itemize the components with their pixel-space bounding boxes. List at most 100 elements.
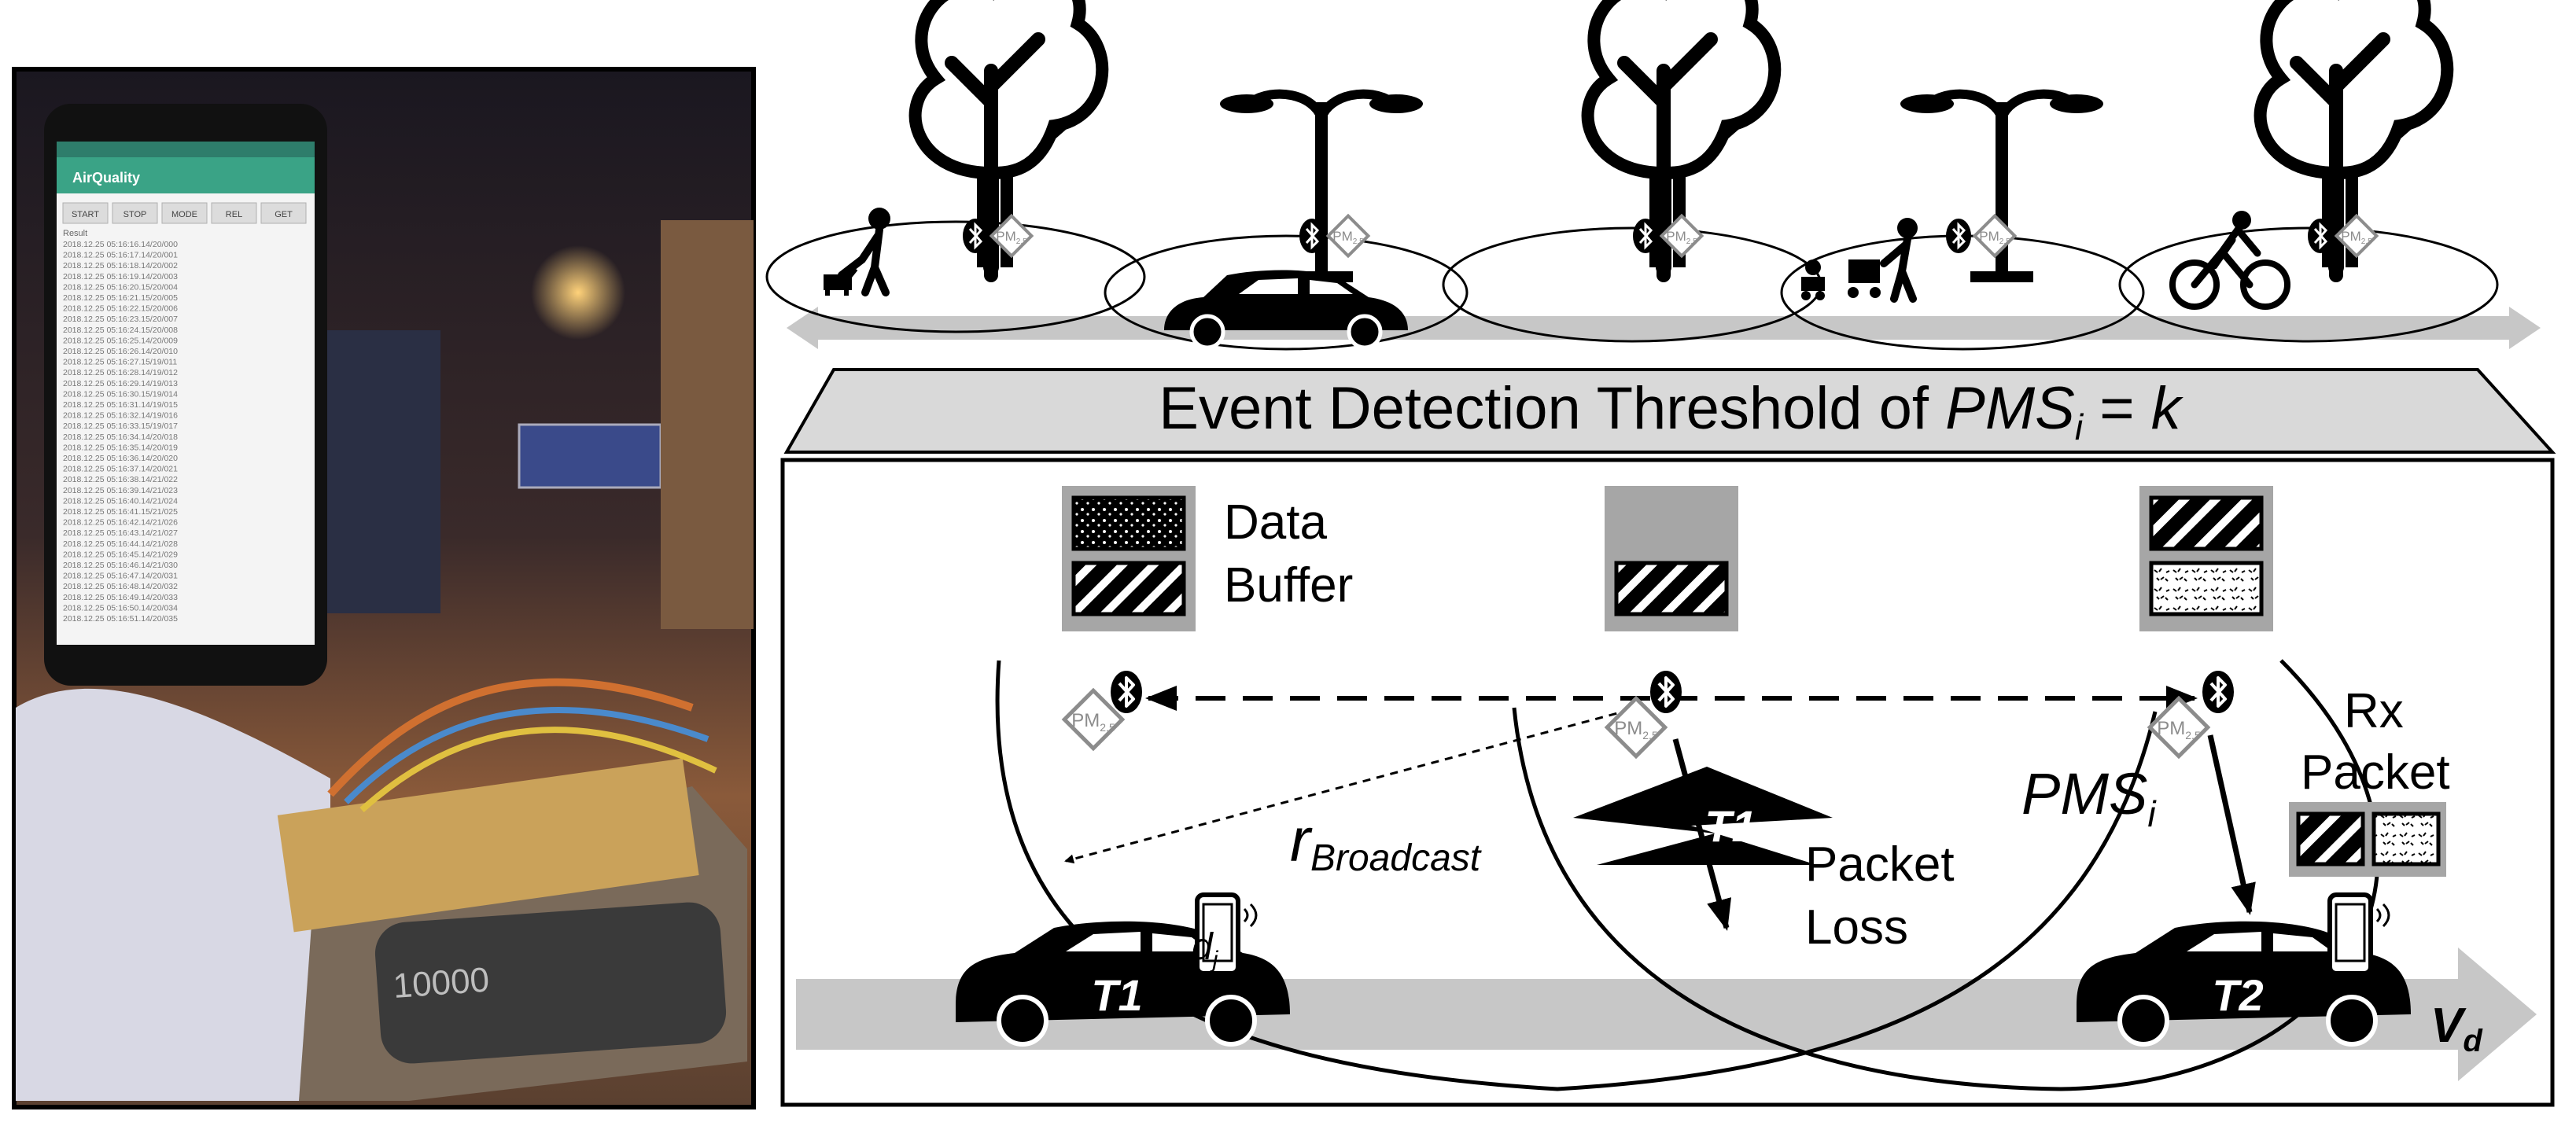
buffer-label: Buffer (1224, 558, 1353, 613)
coverage-ellipse-1 (765, 220, 1146, 333)
log-line: 2018.12.25 05:16:27.15/19/011 (63, 358, 177, 367)
wheel-icon (1205, 995, 1257, 1047)
buffer-slot-hatched (1071, 561, 1186, 616)
log-line: 2018.12.25 05:16:26.14/20/010 (63, 347, 178, 356)
log-line: 2018.12.25 05:16:40.14/21/024 (63, 496, 178, 506)
app-button-get[interactable]: GET (260, 202, 307, 224)
svg-text:PM2.5: PM2.5 (1614, 718, 1658, 741)
street-arrow-left-head (787, 307, 818, 349)
bluetooth-icon (1649, 669, 1683, 715)
packet-loss-label-line2: Loss (1805, 900, 1908, 955)
banner-title: Event Detection Threshold of PMSi = k (1159, 375, 2184, 447)
log-line: 2018.12.25 05:16:49.14/20/033 (63, 593, 178, 602)
log-line: 2018.12.25 05:16:51.14/20/035 (63, 614, 178, 624)
broadcast-radius-label: rBroadcast (1290, 805, 1482, 879)
data-buffer-box-3 (2139, 486, 2273, 631)
pm-sensor-diamond (1972, 213, 2018, 259)
street-lamp-icon (1220, 94, 1423, 282)
data-buffer-box-2 (1605, 486, 1738, 631)
buffer-slot-speckled (2149, 561, 2264, 616)
result-label: Result (63, 229, 87, 238)
street-sensor-node: PM2.5 (1299, 213, 1371, 259)
log-line: 2018.12.25 05:16:44.14/21/028 (63, 539, 178, 549)
log-line: 2018.12.25 05:16:35.14/20/019 (63, 443, 178, 452)
app-button-rel[interactable]: REL (211, 202, 257, 224)
family-stroller-icon (1801, 218, 1918, 303)
power-bank-label: 10000 (392, 960, 490, 1005)
wheel-icon (997, 995, 1048, 1047)
app-bar (57, 157, 315, 193)
street-light-glow (531, 245, 625, 340)
log-line: 2018.12.25 05:16:17.14/20/001 (63, 251, 178, 260)
street-sensor-node: PM2.5 (1633, 213, 1704, 259)
log-line: 2018.12.25 05:16:33.15/19/017 (63, 421, 178, 431)
detail-panel: Data Buffer PM2.5 PM2.5 PM2.5 (780, 458, 2555, 1107)
bluetooth-icon (1109, 669, 1144, 715)
app-button-label: REL (226, 210, 242, 219)
car-t2-label: T2 (2212, 970, 2263, 1020)
log-line: 2018.12.25 05:16:41.15/21/025 (63, 507, 178, 517)
buffer-slot-hatched (1614, 561, 1729, 616)
broadcast-radius-arrow (1064, 705, 1645, 864)
log-line: 2018.12.25 05:16:47.14/20/031 (63, 572, 178, 581)
svg-text:PM2.5: PM2.5 (1071, 710, 1115, 734)
lightning-bolt-icon (1573, 767, 1833, 865)
svg-text:PM2.5: PM2.5 (2157, 718, 2201, 741)
log-line: 2018.12.25 05:16:48.14/20/032 (63, 582, 178, 591)
white-car-left (16, 688, 330, 1101)
pm-sensor-diamond (989, 213, 1034, 259)
coverage-ellipse-5 (2118, 226, 2499, 343)
data-buffer-box-1 (1062, 486, 1196, 631)
street-arrow-right-head (2509, 307, 2541, 349)
sensor-node-left: PM2.5 (1064, 669, 1144, 749)
street-sensor-node: PM2.5 (1946, 213, 2018, 259)
log-line: 2018.12.25 05:16:34.14/20/018 (63, 432, 178, 442)
log-line: 2018.12.25 05:16:42.14/21/026 (63, 518, 178, 528)
log-line: 2018.12.25 05:16:36.14/20/020 (63, 454, 178, 463)
coverage-arc-t1 (995, 660, 2158, 1091)
street-lamp-icon (1900, 94, 2103, 282)
pm-sensor-diamond (1325, 213, 1371, 259)
app-button-stop[interactable]: STOP (112, 202, 158, 224)
car-t1-label: T1 (1091, 970, 1142, 1020)
coverage-ellipse-2 (1104, 234, 1469, 351)
road-arrow-head (2458, 948, 2537, 1081)
data-label: Data (1224, 495, 1327, 550)
sensor-board (277, 758, 699, 933)
log-line: 2018.12.25 05:16:20.15/20/004 (63, 282, 178, 292)
app-button-start[interactable]: START (62, 202, 109, 224)
log-line: 2018.12.25 05:16:24.15/20/008 (63, 326, 178, 335)
bolt-label: T1 (1704, 801, 1756, 851)
wires (327, 678, 694, 797)
buffer-slot-hatched (2149, 495, 2264, 551)
log-line: 2018.12.25 05:16:23.15/20/007 (63, 315, 178, 324)
pm-sensor-label: PM2.5 (1979, 229, 2010, 246)
app-button-label: START (72, 210, 99, 219)
car-t2: T2 (2077, 921, 2411, 1047)
sensor-node-right: PM2.5 (2150, 669, 2235, 756)
banner-trapezoid (783, 368, 2556, 454)
log-line: 2018.12.25 05:16:30.15/19/014 (63, 389, 178, 399)
buffer-slot-dotted (1071, 495, 1186, 551)
wheel-icon (2117, 995, 2169, 1047)
building-silhouette (322, 330, 440, 613)
pm-sensor-diamond (1659, 213, 1704, 259)
packet-loss-arrow (1672, 738, 1732, 931)
pm-sensor-label: PM2.5 (996, 229, 1027, 246)
log-line: 2018.12.25 05:16:25.14/20/009 (63, 336, 178, 345)
app-button-label: GET (275, 210, 293, 219)
log-line: 2018.12.25 05:16:31.14/19/015 (63, 400, 178, 410)
rx-slot-hatched (2296, 811, 2365, 867)
log-line: 2018.12.25 05:16:39.14/21/023 (63, 486, 178, 495)
app-button-mode[interactable]: MODE (161, 202, 208, 224)
log-line: 2018.12.25 05:16:38.14/21/022 (63, 475, 178, 484)
pms-label: PMSi (2021, 761, 2157, 834)
wheel-icon (2326, 995, 2378, 1047)
log-line: 2018.12.25 05:16:16.14/20/000 (63, 240, 178, 249)
